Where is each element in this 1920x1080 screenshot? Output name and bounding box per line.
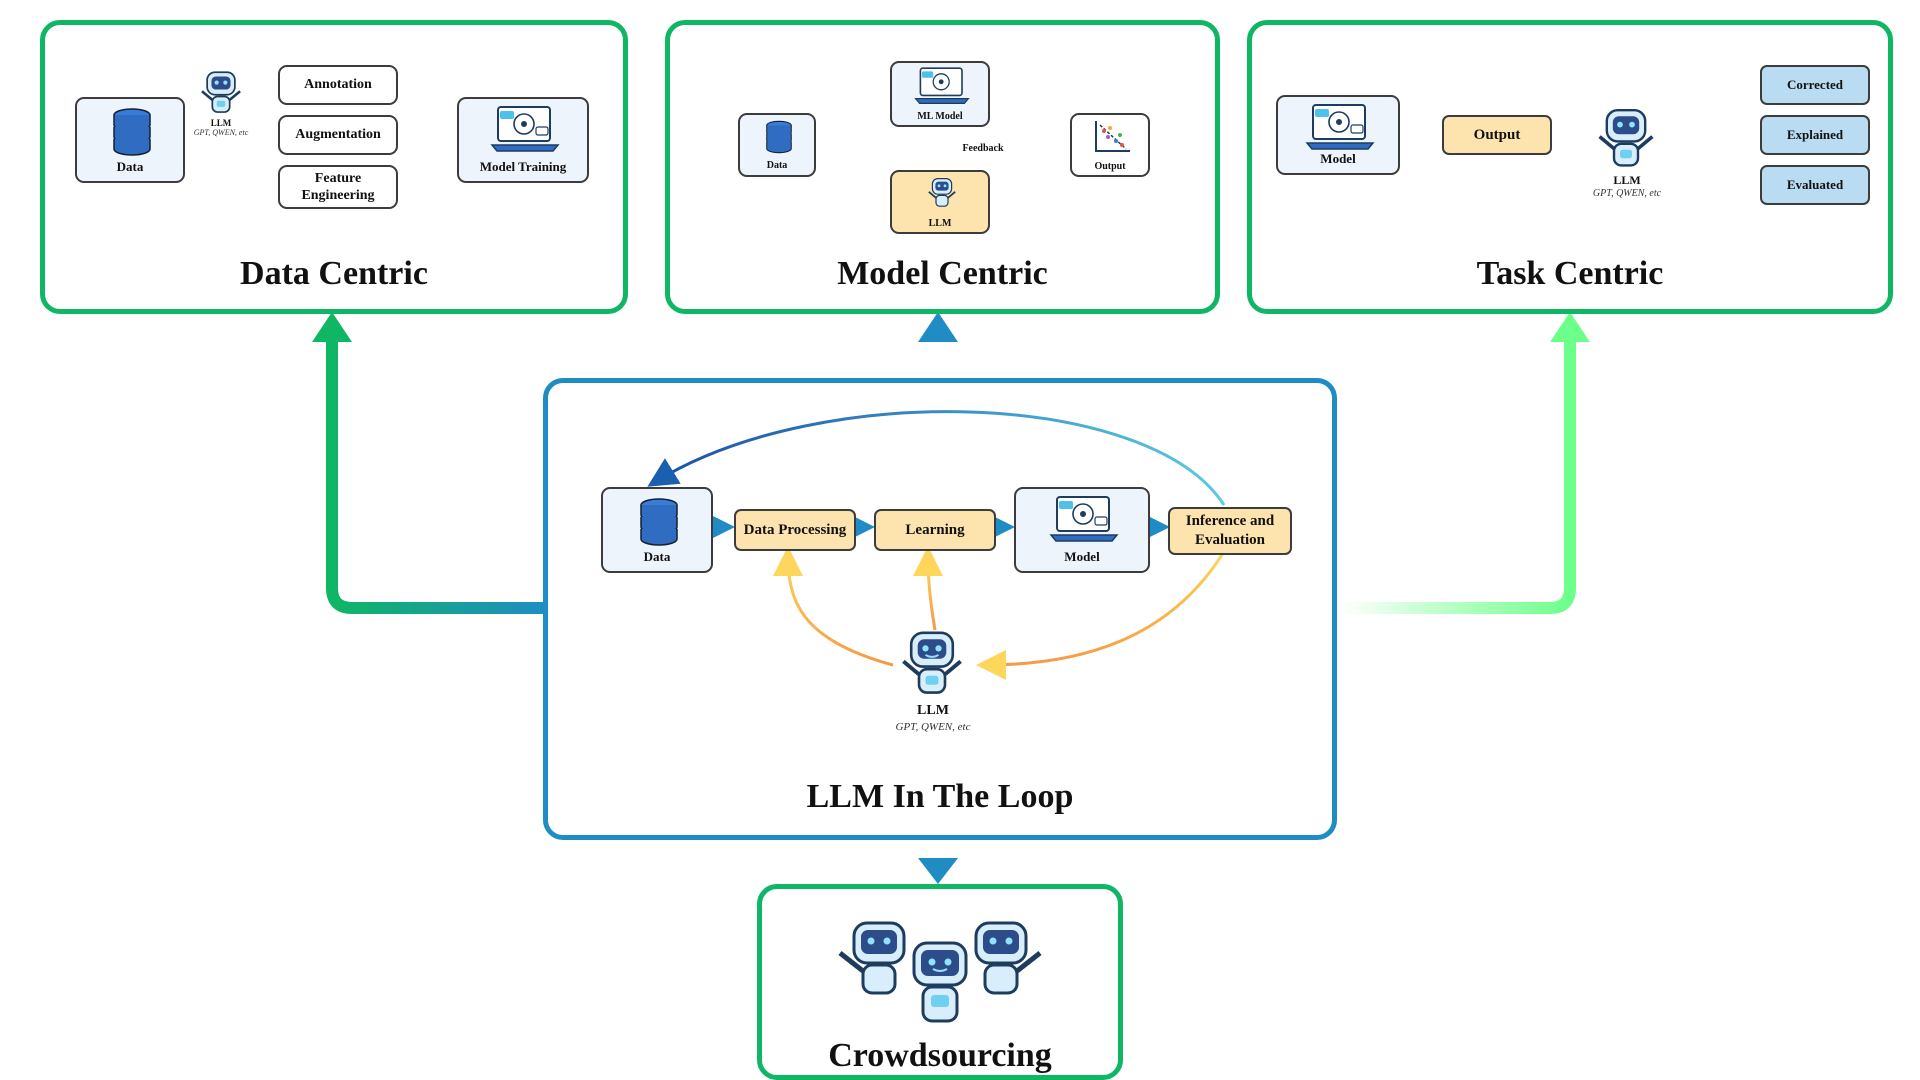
neural-network-laptop-icon bbox=[914, 67, 970, 104]
mc-output-label: Output bbox=[1094, 161, 1126, 172]
dc-llm-sub: GPT, QWEN, etc bbox=[193, 128, 249, 137]
connector-to-data-centric bbox=[326, 335, 543, 614]
loop-title: LLM In The Loop bbox=[806, 778, 1074, 815]
tc-result-evaluated: Evaluated bbox=[1760, 165, 1870, 205]
loop-data-card: Data bbox=[601, 487, 713, 573]
mc-ml-model-label: ML Model bbox=[917, 111, 963, 122]
tc-model-card: Model bbox=[1276, 95, 1400, 175]
dc-step-augmentation: Augmentation bbox=[278, 115, 398, 155]
loop-arrow-inference-llm bbox=[976, 549, 1227, 680]
panel-crowdsourcing: Crowdsourcing bbox=[757, 884, 1123, 1080]
panel-model-centric: Data ML Model Feedback LLM Ou bbox=[665, 20, 1220, 314]
dc-model-training-card: Model Training bbox=[457, 97, 589, 183]
tc-result-explained: Explained bbox=[1760, 115, 1870, 155]
tc-llm-label: LLM bbox=[1613, 173, 1641, 187]
robot-icon bbox=[902, 631, 962, 694]
robot-icon bbox=[1598, 109, 1654, 167]
dc-model-training-label: Model Training bbox=[479, 159, 567, 174]
dc-data-label: Data bbox=[116, 159, 144, 174]
loop-arc-back-to-data bbox=[647, 410, 1226, 506]
neural-network-laptop-icon bbox=[490, 106, 560, 152]
connector-to-model-centric-head bbox=[918, 312, 958, 342]
robot-icon bbox=[912, 941, 968, 1023]
loop-llm-label: LLM bbox=[917, 703, 949, 718]
loop-data-label: Data bbox=[643, 549, 671, 564]
database-icon bbox=[766, 120, 792, 154]
loop-arrow-llm-processing bbox=[773, 546, 894, 667]
connector-to-task-centric bbox=[1340, 335, 1576, 614]
mc-ml-model-card: ML Model bbox=[890, 61, 990, 127]
tc-output-box: Output bbox=[1442, 115, 1552, 155]
tc-title: Task Centric bbox=[1476, 255, 1664, 292]
loop-model-label: Model bbox=[1064, 549, 1100, 564]
mc-llm-card: LLM bbox=[890, 170, 990, 234]
panel-llm-in-the-loop: Data Data Processing Learning Model Infe… bbox=[543, 378, 1337, 840]
connector-to-task-centric-head bbox=[1550, 312, 1590, 342]
connector-to-crowdsourcing-head bbox=[918, 858, 958, 884]
database-icon bbox=[113, 108, 151, 156]
mc-feedback-label: Feedback bbox=[962, 143, 1004, 154]
dc-step-annotation: Annotation bbox=[278, 65, 398, 105]
loop-learning: Learning bbox=[874, 509, 996, 551]
dc-step-feature-engineering: Feature Engineering bbox=[278, 165, 398, 209]
robot-icon bbox=[838, 921, 906, 995]
connector-to-data-centric-head bbox=[312, 312, 352, 342]
mc-title: Model Centric bbox=[837, 255, 1048, 292]
neural-network-laptop-icon bbox=[1305, 104, 1375, 150]
mc-data-label: Data bbox=[766, 160, 788, 171]
panel-data-centric: Data LLM GPT, QWEN, etc Annotation Augme… bbox=[40, 20, 628, 314]
crowdsourcing-title: Crowdsourcing bbox=[828, 1037, 1052, 1074]
loop-arrow-llm-learning bbox=[913, 546, 944, 631]
dc-data-card: Data bbox=[75, 97, 185, 183]
mc-output-card: Output bbox=[1070, 113, 1150, 177]
mc-data-card: Data bbox=[738, 113, 816, 177]
loop-llm-sub: GPT, QWEN, etc bbox=[895, 721, 971, 733]
tc-llm-sub: GPT, QWEN, etc bbox=[1592, 188, 1662, 199]
robot-icon bbox=[201, 71, 241, 113]
tc-result-corrected: Corrected bbox=[1760, 65, 1870, 105]
scatter-plot-icon bbox=[1095, 121, 1130, 152]
dc-title: Data Centric bbox=[240, 255, 428, 292]
loop-inference-evaluation: Inference and Evaluation bbox=[1168, 507, 1292, 555]
loop-data-processing: Data Processing bbox=[734, 509, 856, 551]
panel-task-centric: Model Output LLM GPT, QWEN, etc Correcte… bbox=[1247, 20, 1893, 314]
robot-icon bbox=[928, 178, 956, 207]
loop-model-card: Model bbox=[1014, 487, 1150, 573]
database-icon bbox=[640, 498, 678, 546]
mc-llm-label: LLM bbox=[928, 218, 952, 229]
robot-icon bbox=[974, 921, 1042, 995]
tc-model-label: Model bbox=[1320, 151, 1356, 166]
dc-llm-label: LLM bbox=[210, 118, 232, 128]
robot-crowd-icon bbox=[838, 921, 1042, 1023]
neural-network-laptop-icon bbox=[1049, 496, 1119, 542]
